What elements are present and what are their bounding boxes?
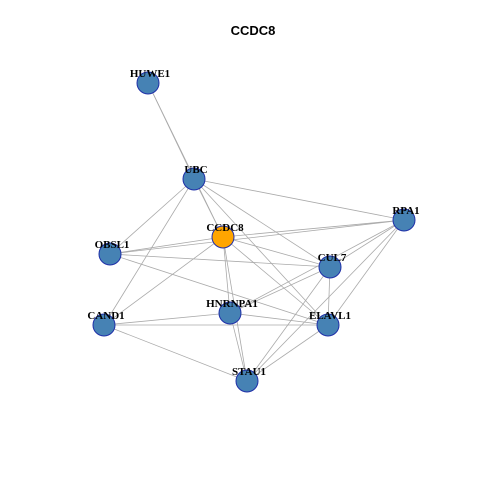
edge-ccdc8-cul7	[222, 236, 331, 268]
edge-ccdc8-cand1	[103, 236, 224, 326]
edge-ccdc8-rpa1	[222, 219, 405, 238]
edge-ubc-obsl1	[109, 178, 195, 255]
edge-obsl1-cul7	[109, 253, 331, 268]
edge-layer	[103, 82, 405, 382]
node-huwe1[interactable]	[136, 71, 160, 95]
edge-ubc-rpa1	[193, 178, 405, 221]
node-label-huwe1: HUWE1	[130, 68, 170, 80]
node-label-cand1: CAND1	[87, 310, 124, 322]
node-label-rpa1: RPA1	[392, 205, 419, 217]
node-cand1[interactable]	[92, 313, 116, 337]
diagram-title: CCDC8	[231, 23, 276, 38]
node-label-ubc: UBC	[184, 164, 207, 176]
edge-hnrnpa1-cand1	[103, 312, 231, 326]
node-rpa1[interactable]	[392, 208, 416, 232]
node-label-ccdc8: CCDC8	[206, 222, 244, 234]
node-label-hnrnpa1: HNRNPA1	[206, 298, 258, 310]
node-ubc[interactable]	[182, 167, 206, 191]
node-ccdc8[interactable]	[211, 225, 235, 249]
edge-ubc-cul7	[193, 178, 331, 268]
edge-cul7-hnrnpa1	[229, 266, 331, 314]
edge-rpa1-elavl1	[327, 219, 405, 326]
edge-hnrnpa1-elavl1	[229, 312, 329, 326]
node-obsl1[interactable]	[98, 242, 122, 266]
edge-ccdc8-elavl1	[222, 236, 329, 326]
node-stau1[interactable]	[235, 369, 259, 393]
edge-rpa1-cul7	[329, 219, 405, 268]
edge-obsl1-elavl1	[109, 253, 329, 326]
node-elavl1[interactable]	[316, 313, 340, 337]
node-cul7[interactable]	[318, 255, 342, 279]
edge-ccdc8-obsl1	[109, 236, 224, 255]
edge-rpa1-stau1	[246, 219, 405, 382]
node-label-stau1: STAU1	[232, 366, 266, 378]
node-layer	[92, 71, 416, 393]
node-hnrnpa1[interactable]	[218, 301, 242, 325]
edge-elavl1-stau1	[246, 324, 329, 382]
edge-ccdc8-hnrnpa1	[222, 236, 231, 314]
edge-cul7-stau1	[246, 266, 331, 382]
node-label-elavl1: ELAVL1	[309, 310, 351, 322]
node-label-cul7: CUL7	[318, 252, 347, 264]
edge-cand1-stau1	[103, 324, 248, 382]
edge-hnrnpa1-stau1	[229, 312, 248, 382]
edge-rpa1-hnrnpa1	[229, 219, 405, 314]
node-label-obsl1: OBSL1	[95, 239, 130, 251]
edge-ubc-cand1	[103, 178, 195, 326]
edge-obsl1-rpa1	[109, 219, 405, 255]
